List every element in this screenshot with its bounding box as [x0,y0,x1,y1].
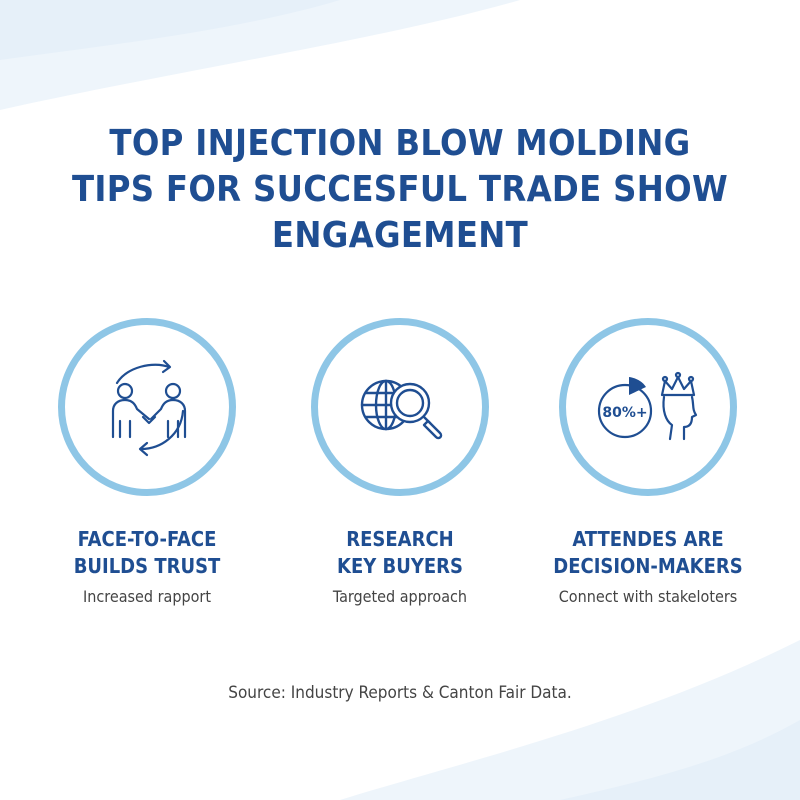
card-decision-makers: 80%+ ATTENDES ARE DECISION-MAKERS Connec… [528,318,768,608]
card-title-line-1: RESEARCH [346,527,454,551]
icon-circle [58,318,236,496]
card-subtitle: Connect with stakeloters [558,587,738,606]
handshake-icon [111,359,187,457]
card-title-line-1: ATTENDES ARE [572,527,724,551]
card-face-to-face: FACE-TO-FACE BUILDS TRUST Increased rapp… [27,318,267,608]
title-line-1: TOP INJECTION BLOW MOLDING [109,123,691,164]
title-line-3: ENGAGEMENT [271,215,529,256]
globe-magnifier-icon [360,379,443,440]
page-title: TOP INJECTION BLOW MOLDING TIPS FOR SUCC… [0,121,800,259]
card-title: FACE-TO-FACE BUILDS TRUST [27,526,267,580]
card-title-line-2: DECISION-MAKERS [553,554,743,578]
card-title: ATTENDES ARE DECISION-MAKERS [528,526,768,580]
card-title-line-1: FACE-TO-FACE [77,527,217,551]
source-note: Source: Industry Reports & Canton Fair D… [228,683,572,703]
card-subtitle: Targeted approach [332,587,468,606]
icon-circle: 80%+ [559,318,737,496]
stat-label: 80%+ [602,405,647,421]
card-subtitle: Increased rapport [83,587,211,606]
card-title: RESEARCH KEY BUYERS [280,526,520,580]
icon-circle [311,318,489,496]
title-line-2: TIPS FOR SUCCESFUL TRADE SHOW [71,169,729,210]
card-title-line-2: BUILDS TRUST [73,554,221,578]
card-title-line-2: KEY BUYERS [337,554,463,578]
pie-chart-crown-icon: 80%+ [597,371,698,441]
card-research: RESEARCH KEY BUYERS Targeted approach [280,318,520,608]
